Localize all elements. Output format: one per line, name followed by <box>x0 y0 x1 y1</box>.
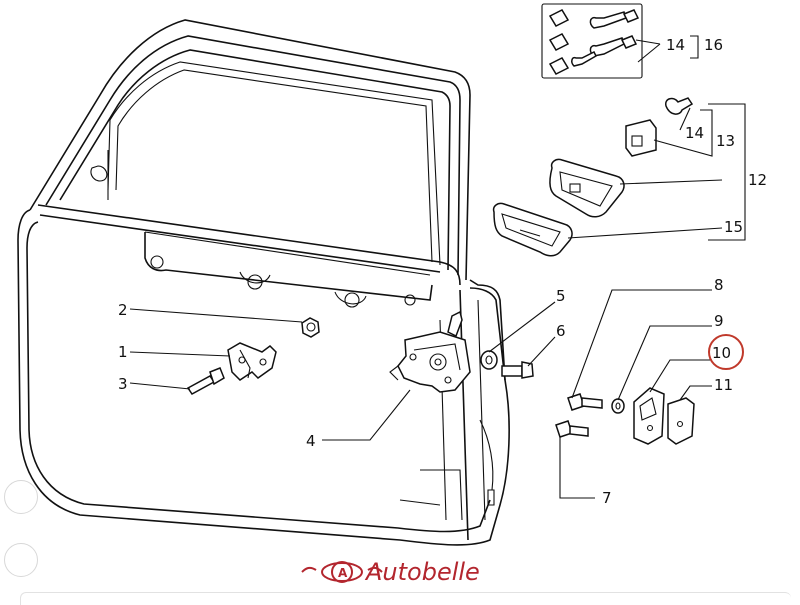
callout-16: 16 <box>704 36 723 54</box>
callout-9: 9 <box>714 312 724 330</box>
part-16-key-set <box>541 3 643 79</box>
lock-cylinders <box>548 9 570 75</box>
part-3-screw <box>186 367 225 395</box>
callout-11: 11 <box>714 376 733 394</box>
bottom-card-edge <box>20 592 791 605</box>
part-9-washer <box>611 398 625 414</box>
callout-4: 4 <box>306 432 316 450</box>
door-shell <box>17 19 510 546</box>
highlight-circle <box>708 334 744 370</box>
callout-6: 6 <box>556 322 566 340</box>
part-15-gasket <box>492 202 573 257</box>
callout-labels: 2 1 3 4 5 6 7 8 9 10 11 12 13 14 14 15 1… <box>118 36 767 507</box>
part-11-plate <box>667 397 695 445</box>
callout-10: 10 <box>712 344 731 362</box>
callout-14-lower: 14 <box>685 124 704 142</box>
callout-5: 5 <box>556 287 566 305</box>
callout-12: 12 <box>748 171 767 189</box>
option-radio-2[interactable] <box>4 543 38 577</box>
callout-3: 3 <box>118 375 128 393</box>
part-7-screw <box>555 420 589 438</box>
part-2-nut <box>301 317 320 338</box>
svg-text:A: A <box>338 566 348 580</box>
part-13-switch <box>625 119 657 157</box>
callout-14-upper: 14 <box>666 36 685 54</box>
part-12-handle <box>549 158 625 218</box>
part-4-lock-mechanism <box>389 310 471 393</box>
part-1-bracket <box>227 342 277 381</box>
autobelle-logo-icon: A <box>301 561 383 583</box>
brand-name: Autobelle <box>364 558 480 586</box>
callout-2: 2 <box>118 301 128 319</box>
option-radio-1[interactable] <box>4 480 38 514</box>
keys-icon <box>571 9 640 67</box>
callout-8: 8 <box>714 276 724 294</box>
callout-7: 7 <box>602 489 612 507</box>
part-10-striker <box>633 387 665 445</box>
callout-1: 1 <box>118 343 128 361</box>
callout-15: 15 <box>724 218 743 236</box>
part-5-washer <box>480 350 498 370</box>
part-14-key-cylinder <box>665 97 694 115</box>
part-6-bolt <box>501 361 534 379</box>
leader-lines <box>129 35 746 499</box>
callout-13: 13 <box>716 132 735 150</box>
